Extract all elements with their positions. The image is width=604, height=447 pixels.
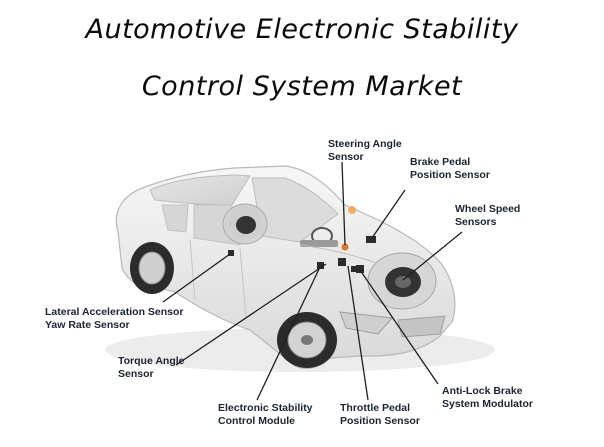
door-line	[189, 239, 196, 301]
label-steering-angle-sensor: Steering Angle Sensor	[328, 138, 402, 163]
label-line: Steering Angle	[328, 138, 402, 150]
label-throttle-pedal-position-sensor: Throttle Pedal Position Sensor	[340, 402, 420, 427]
title-line-2: Control System Market	[141, 71, 463, 102]
title-line-1: Automotive Electronic Stability	[85, 14, 519, 45]
leader-wheel-speed	[402, 231, 463, 281]
leader-torque-angle	[175, 263, 327, 366]
label-line: Position Sensor	[410, 168, 490, 181]
label-line: Control Module	[218, 414, 295, 427]
label-line: Lateral Acceleration Sensor	[45, 306, 184, 318]
throttle-sensor	[351, 266, 357, 272]
label-line: Wheel Speed	[455, 203, 521, 215]
headlight	[339, 311, 394, 335]
esc-module	[338, 258, 346, 266]
label-esc-module: Electronic Stability Control Module	[218, 402, 313, 427]
grille	[397, 315, 446, 338]
brake-pedal-sensor	[366, 236, 376, 243]
side-window-rear	[161, 204, 189, 233]
leader-steering-angle	[341, 161, 346, 246]
lateral-sensor	[228, 250, 234, 256]
leader-abs-modulator	[359, 269, 439, 385]
label-line: Anti-Lock Brake	[442, 385, 523, 397]
front-brake-center	[395, 276, 411, 288]
label-lateral-acceleration-sensor: Lateral Acceleration Sensor Yaw Rate Sen…	[45, 306, 184, 331]
label-line: Torque Angle	[118, 355, 185, 367]
steering-angle-sensor-dot	[341, 243, 349, 251]
leader-esc-module	[256, 266, 321, 401]
label-line: Sensor	[118, 367, 154, 380]
highlight-dot	[348, 206, 356, 214]
label-torque-angle-sensor: Torque Angle Sensor	[118, 355, 185, 380]
label-brake-pedal-position-sensor: Brake Pedal Position Sensor	[410, 156, 490, 181]
rear-window	[149, 174, 251, 206]
abs-modulator	[356, 265, 364, 273]
label-line: Yaw Rate Sensor	[45, 318, 130, 331]
label-line: Electronic Stability	[218, 402, 313, 414]
label-line: Sensors	[455, 215, 497, 228]
label-line: System Modulator	[442, 397, 534, 410]
label-line: Position Sensor	[340, 414, 420, 427]
label-line: Throttle Pedal	[340, 402, 411, 414]
rear-wheel-rim	[138, 251, 166, 285]
leader-throttle-pedal	[347, 265, 369, 401]
door-line-2	[239, 247, 247, 319]
leader-brake-pedal	[371, 189, 406, 239]
label-anti-lock-brake-modulator: Anti-Lock Brake System Modulator	[442, 385, 533, 410]
label-line: Sensor	[328, 150, 364, 163]
rear-brake-hub	[236, 216, 256, 234]
dashboard	[300, 240, 338, 247]
label-wheel-speed-sensors: Wheel Speed Sensors	[455, 203, 520, 228]
torque-sensor	[317, 262, 324, 269]
label-line: Brake Pedal	[410, 156, 471, 168]
front-wheel-hub	[301, 335, 313, 345]
leader-lateral-accel	[162, 253, 231, 303]
